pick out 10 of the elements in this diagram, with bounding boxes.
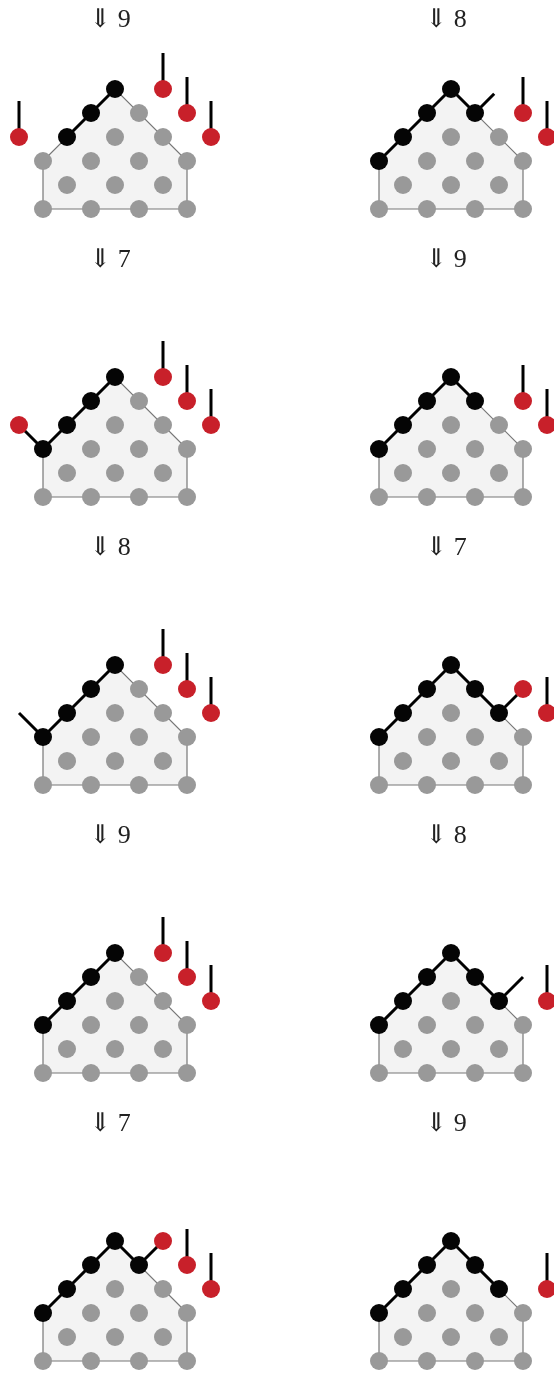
step-label: ⇓ 8 — [89, 532, 131, 562]
step-label: ⇓ 9 — [89, 820, 131, 850]
step-label: ⇓ 9 — [89, 4, 131, 34]
step-label: ⇓ 7 — [89, 1108, 131, 1138]
step-label: ⇓ 9 — [425, 1108, 467, 1138]
step-label: ⇓ 8 — [425, 820, 467, 850]
step-label: ⇓ 8 — [425, 4, 467, 34]
step-label: ⇓ 7 — [89, 244, 131, 274]
step-label: ⇓ 7 — [425, 532, 467, 562]
step-label: ⇓ 9 — [425, 244, 467, 274]
